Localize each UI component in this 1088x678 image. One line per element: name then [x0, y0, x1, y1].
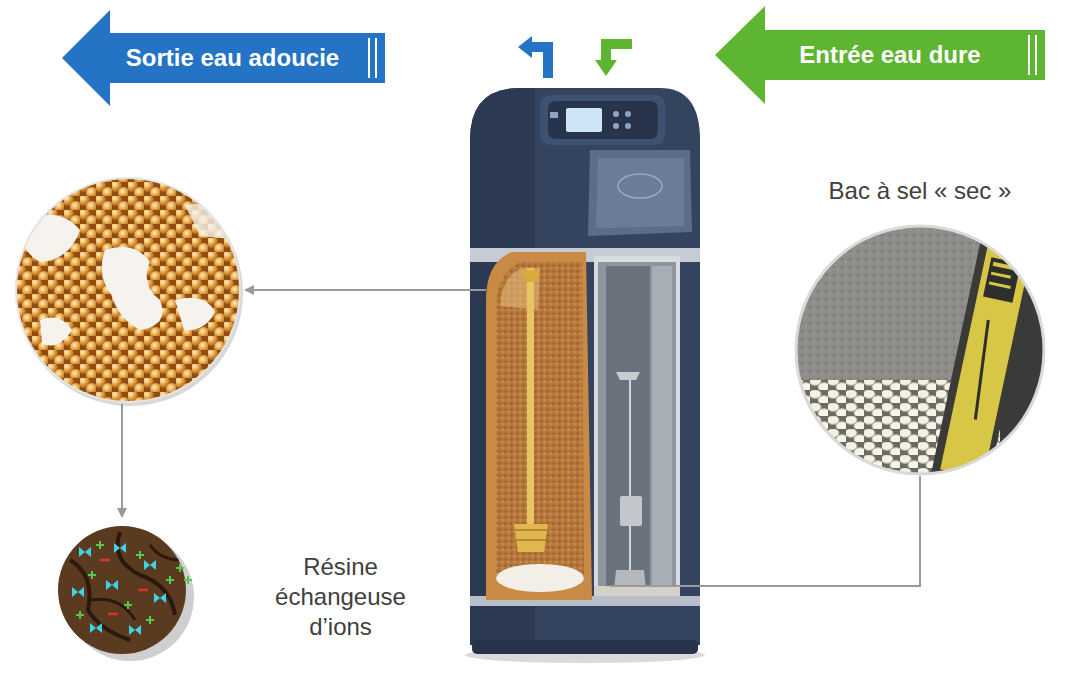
- inlet-arrow-banner: Entrée eau dure: [715, 6, 1045, 104]
- salt-bin-label: Bac à sel « sec »: [780, 176, 1060, 206]
- arrow-body: [715, 6, 1045, 104]
- leader-line: [246, 289, 486, 291]
- softener-device: [465, 88, 705, 663]
- leader-line: [610, 476, 920, 586]
- banner-text: Entrée eau dure: [799, 41, 980, 69]
- leader-line: [121, 404, 123, 516]
- inlet-icon: [595, 44, 632, 76]
- outlet-icon: [518, 36, 548, 78]
- resin-beads-photo: [10, 170, 250, 410]
- arrow-stripe: [368, 38, 370, 78]
- resin-label: Résine échangeuse d’ions: [258, 552, 423, 642]
- outlet-arrow-banner: Sortie eau adoucie: [62, 10, 385, 106]
- arrow-stripe: [1028, 35, 1030, 75]
- resin-bead-closeup: [55, 524, 194, 661]
- arrow-stripe: [1035, 35, 1037, 75]
- arrow-stripe: [375, 38, 377, 78]
- banner-text: Sortie eau adoucie: [126, 44, 339, 72]
- arrow-body: [62, 10, 385, 106]
